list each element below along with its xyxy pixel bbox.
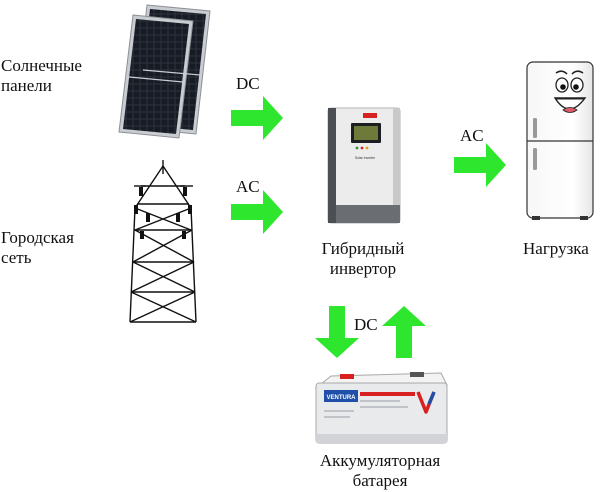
battery-icon: VENTURA xyxy=(314,372,448,444)
solar-panels-label: Солнечные панели xyxy=(1,56,82,95)
battery-brand-text: VENTURA xyxy=(326,395,356,401)
arrow-battery-to-inverter xyxy=(382,306,426,358)
battery-label: Аккумуляторная батарея xyxy=(319,451,441,490)
city-grid-label: Городская сеть xyxy=(1,228,74,267)
arrow-inverter-to-load xyxy=(454,143,506,187)
flow-label-load-ac: AC xyxy=(460,126,484,145)
arrow-grid-to-inverter xyxy=(231,190,283,234)
power-tower-icon xyxy=(129,160,197,323)
inverter-model-text: Solar Inverter xyxy=(355,156,376,160)
solar-panels-icon xyxy=(118,4,211,139)
arrow-inverter-to-battery xyxy=(315,306,359,358)
refrigerator-icon xyxy=(526,61,594,220)
flow-label-solar-dc: DC xyxy=(236,74,260,93)
flow-label-battery-dc: DC xyxy=(354,315,378,334)
hybrid-inverter-label: Гибридный инвертор xyxy=(321,239,405,278)
load-label: Нагрузка xyxy=(523,239,589,258)
flow-label-grid-ac: AC xyxy=(236,177,260,196)
arrow-solar-to-inverter xyxy=(231,96,283,140)
smiley-face-icon xyxy=(553,70,587,113)
hybrid-inverter-icon: Solar Inverter xyxy=(327,107,401,224)
